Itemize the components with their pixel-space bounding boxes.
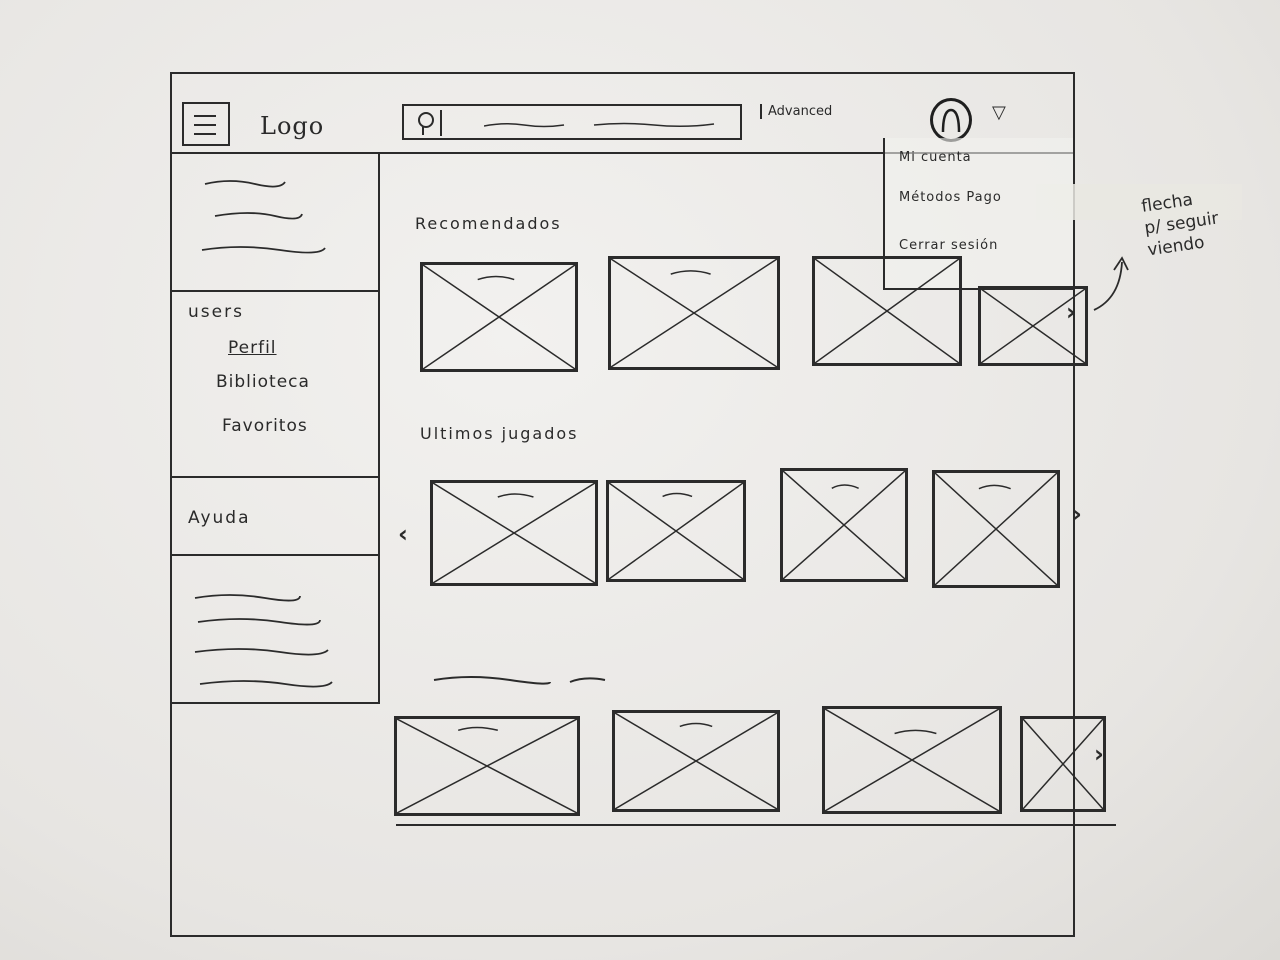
section-title-scribble xyxy=(433,676,606,685)
sidebar-block-bottom xyxy=(170,556,380,702)
sidebar-item-perfil[interactable]: Perfil xyxy=(228,338,277,358)
game-card[interactable] xyxy=(978,286,1088,366)
game-card[interactable] xyxy=(780,468,908,582)
image-placeholder-icon xyxy=(423,265,575,369)
hamburger-menu-icon[interactable] xyxy=(182,102,230,146)
image-placeholder-icon xyxy=(611,259,777,367)
advanced-search-link[interactable]: Advanced xyxy=(760,104,832,119)
game-card[interactable] xyxy=(608,256,780,370)
section-title-recomendados: Recomendados xyxy=(415,214,562,233)
image-placeholder-icon xyxy=(609,483,743,579)
game-card[interactable] xyxy=(430,480,598,586)
logo[interactable]: Logo xyxy=(260,112,325,140)
image-placeholder-icon xyxy=(825,709,999,811)
annotation-note: flecha p/ seguir viendo xyxy=(1140,186,1223,262)
game-card[interactable] xyxy=(612,710,780,812)
chevron-right-icon[interactable]: › xyxy=(1066,298,1076,326)
chevron-right-icon[interactable]: › xyxy=(1094,740,1104,768)
game-card[interactable] xyxy=(1020,716,1106,812)
image-placeholder-icon xyxy=(815,259,959,363)
game-card[interactable] xyxy=(606,480,746,582)
caret-down-icon[interactable]: ▽ xyxy=(992,102,1006,123)
image-placeholder-icon xyxy=(615,713,777,809)
search-input[interactable] xyxy=(450,110,734,136)
search-bar xyxy=(402,104,742,140)
menu-item-mi-cuenta[interactable]: Mi cuenta xyxy=(899,150,972,165)
menu-item-cerrar-sesion[interactable]: Cerrar sesión xyxy=(899,238,999,253)
annotation-arrow-icon xyxy=(1093,256,1129,311)
sidebar-block-help: Ayuda xyxy=(170,478,380,556)
sidebar-block-users: users Perfil Biblioteca Favoritos xyxy=(170,292,380,478)
sidebar: users Perfil Biblioteca Favoritos Ayuda xyxy=(170,154,380,702)
game-card[interactable] xyxy=(812,256,962,366)
sidebar-footer-scribble xyxy=(194,594,333,688)
game-card[interactable] xyxy=(394,716,580,816)
menu-item-metodos-pago[interactable]: Métodos Pago xyxy=(899,190,1002,205)
users-heading: users xyxy=(188,302,244,322)
section-title-ultimos-jugados: Ultimos jugados xyxy=(420,424,579,443)
row-baseline xyxy=(396,824,1116,826)
image-placeholder-icon xyxy=(935,473,1057,585)
sidebar-item-biblioteca[interactable]: Biblioteca xyxy=(216,372,310,392)
user-avatar-icon[interactable] xyxy=(930,98,972,142)
chevron-left-icon[interactable]: ‹ xyxy=(398,520,408,548)
sidebar-block-top xyxy=(170,154,380,292)
search-icon[interactable] xyxy=(410,110,442,136)
game-card[interactable] xyxy=(932,470,1060,588)
game-card[interactable] xyxy=(420,262,578,372)
chevron-right-icon[interactable]: › xyxy=(1072,500,1082,528)
sidebar-text-scribble xyxy=(201,180,326,254)
top-header: Logo Advanced ▽ xyxy=(170,92,1242,220)
sidebar-item-ayuda[interactable]: Ayuda xyxy=(188,508,251,528)
image-placeholder-icon xyxy=(397,719,577,813)
sidebar-item-favoritos[interactable]: Favoritos xyxy=(222,416,308,436)
image-placeholder-icon xyxy=(783,471,905,579)
game-card[interactable] xyxy=(822,706,1002,814)
content-divider xyxy=(170,702,380,704)
image-placeholder-icon xyxy=(433,483,595,583)
image-placeholder-icon xyxy=(1023,719,1103,809)
image-placeholder-icon xyxy=(981,289,1085,363)
browser-frame xyxy=(170,72,1075,937)
